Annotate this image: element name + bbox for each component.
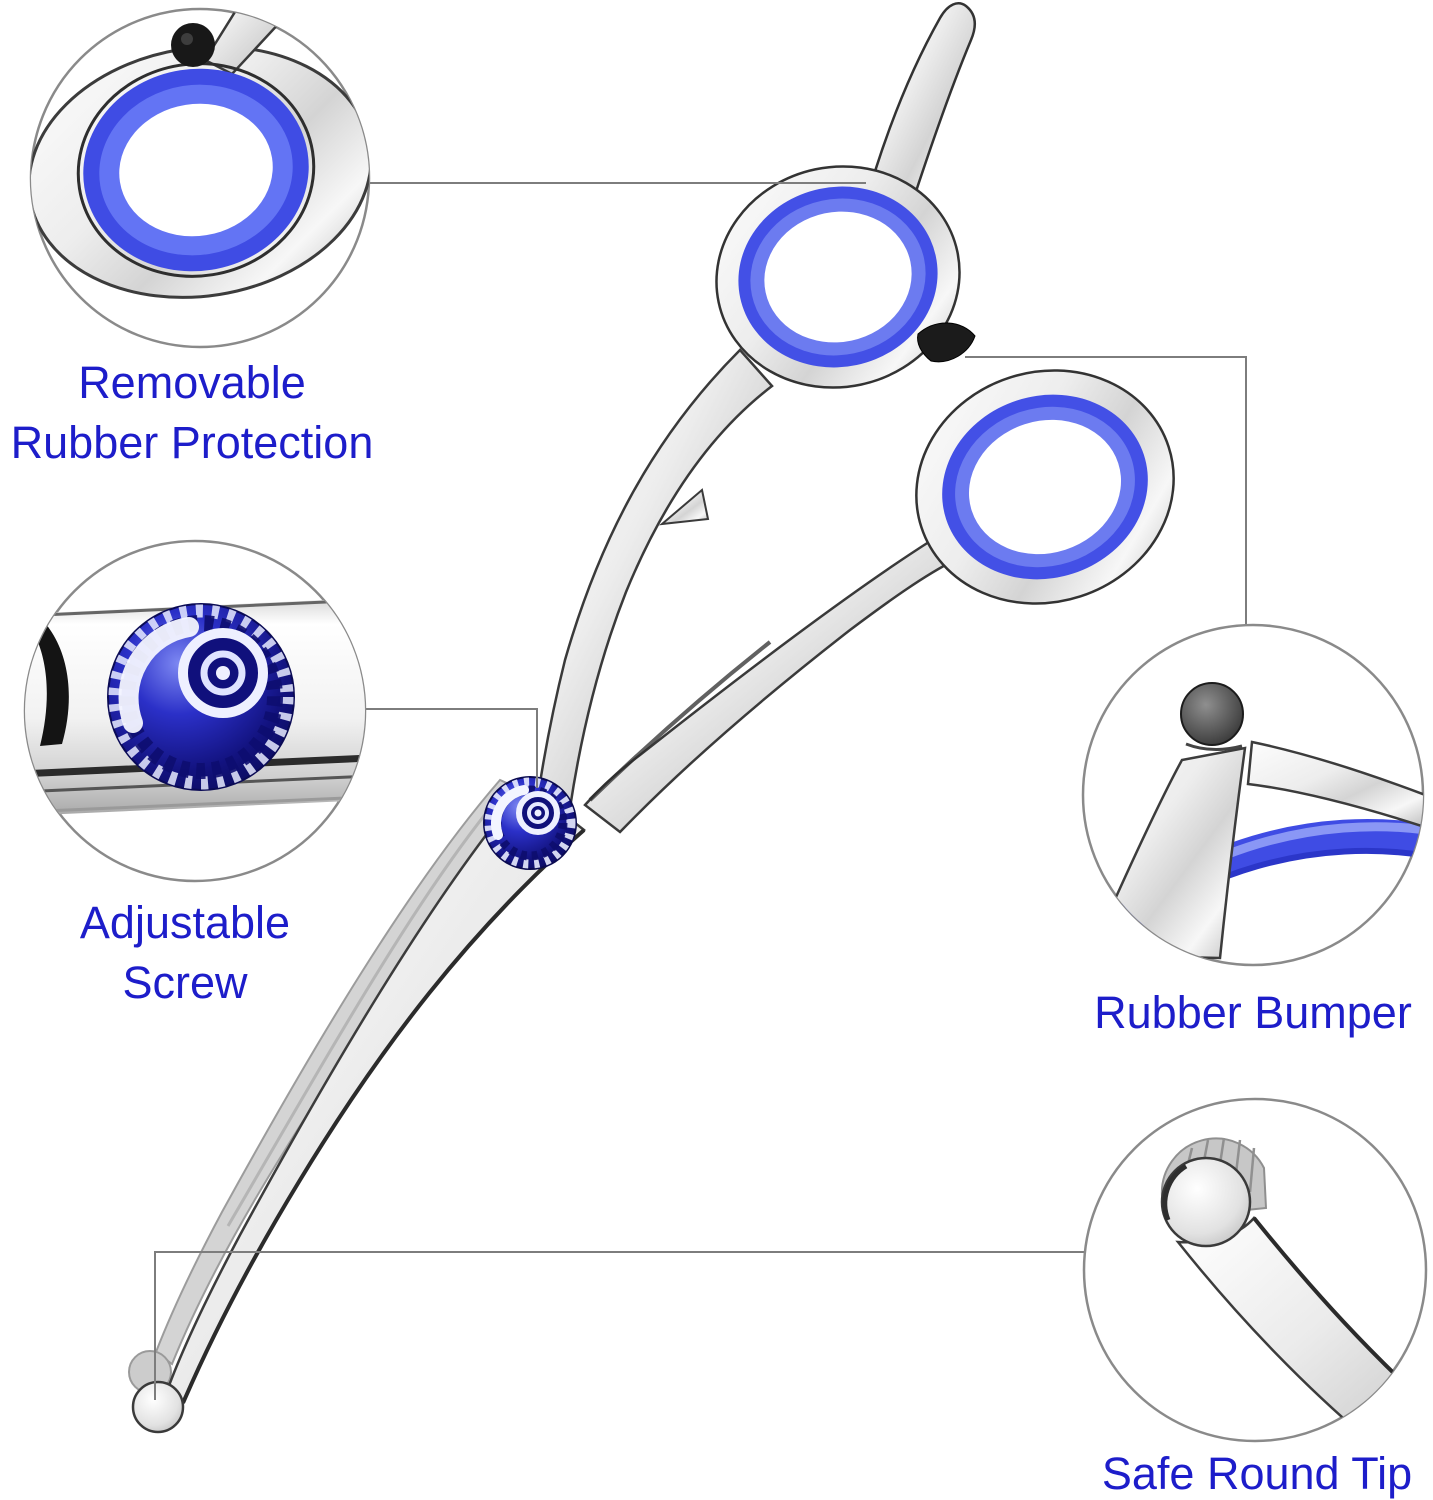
label-rubber-bumper: Rubber Bumper — [1094, 987, 1412, 1038]
callout-safe-round-tip — [1082, 1097, 1428, 1443]
bumper-knob-zoom — [171, 23, 215, 67]
callout-zoom-removable — [31, 9, 369, 299]
scissors-illustration — [128, 2, 1175, 1434]
rubber-bumper — [917, 322, 976, 363]
label-removable-line2: Rubber Protection — [11, 417, 374, 468]
label-removable-line1: Removable — [78, 357, 306, 408]
thumb-ring — [715, 165, 961, 389]
round-tip-zoom — [1160, 1156, 1252, 1248]
finger-rest-tang — [860, 2, 976, 224]
finger-spur — [658, 488, 710, 526]
label-safe-round-tip: Safe Round Tip — [1102, 1448, 1412, 1499]
bumper-ball-zoom — [1180, 682, 1244, 746]
screw-zoom — [107, 603, 295, 791]
pivot-screw — [483, 776, 577, 870]
finger-ring — [915, 369, 1175, 605]
blade-front — [131, 789, 586, 1434]
callout-adjustable-screw — [23, 539, 367, 883]
label-adjustable-line2: Screw — [122, 957, 248, 1008]
leader-rubber-bumper — [965, 356, 1247, 624]
callout-zoom-bumper — [1083, 682, 1423, 965]
callout-rubber-bumper — [1081, 623, 1425, 967]
handle-shank-finger — [583, 538, 958, 834]
blade-edge-shadow — [25, 606, 69, 746]
callout-labels: Removable Rubber Protection Adjustable S… — [11, 357, 1412, 1499]
leader-safe-round-tip — [154, 1251, 1084, 1400]
leader-adjustable-screw — [365, 708, 538, 788]
leader-lines — [154, 182, 1247, 1400]
callout-zoom-screw — [25, 598, 365, 816]
callout-removable-rubber-protection — [29, 7, 371, 349]
round-tip-front — [131, 1380, 185, 1434]
label-adjustable-line1: Adjustable — [80, 897, 290, 948]
